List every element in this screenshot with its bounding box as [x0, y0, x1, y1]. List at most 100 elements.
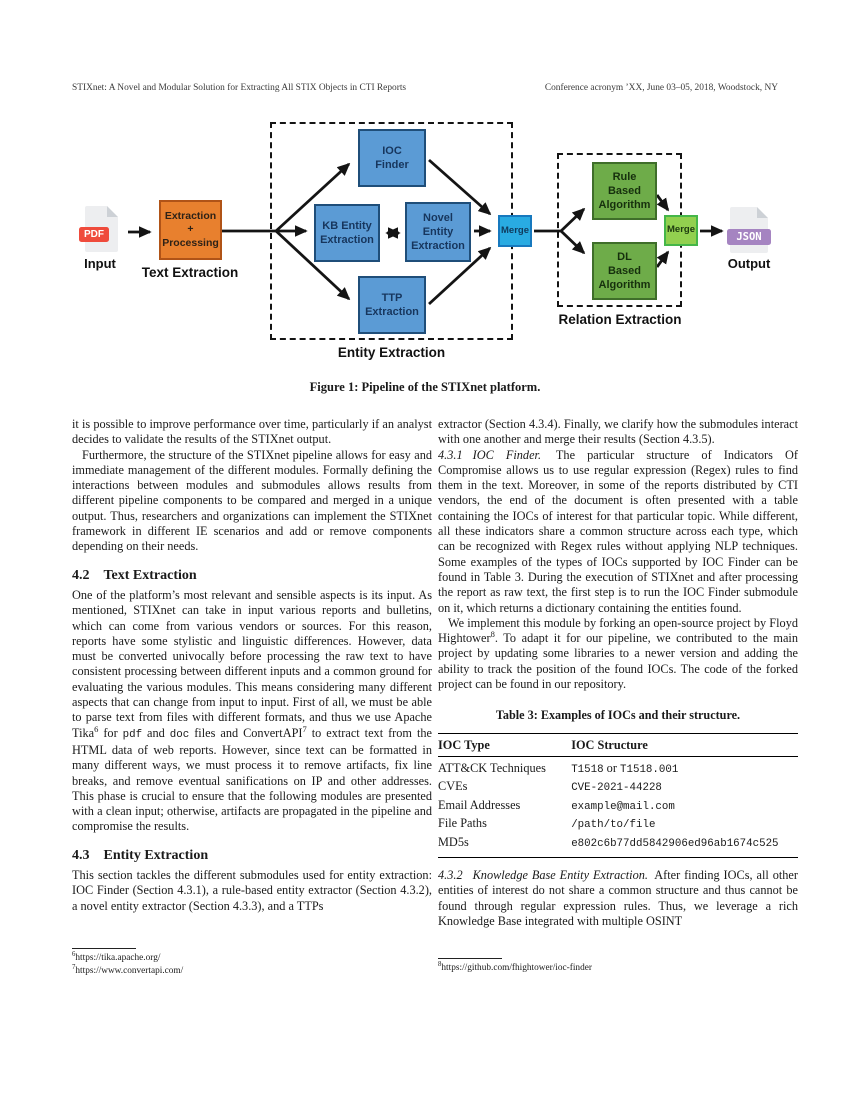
running-header-title: STIXnet: A Novel and Modular Solution fo… — [72, 83, 407, 93]
section-title: Entity Extraction — [103, 847, 209, 863]
node-ioc-finder: IOC Finder — [358, 129, 426, 187]
paragraph: One of the platform’s most relevant and … — [72, 588, 432, 835]
node-line: Extraction — [320, 234, 374, 246]
node-line: Novel — [423, 211, 453, 224]
table-row: File Paths /path/to/file — [438, 816, 798, 834]
footnote: 8https://github.com/fhightower/ioc-finde… — [438, 960, 798, 975]
node-line: Extraction — [365, 306, 419, 318]
footnote-text: https://github.com/fhightower/ioc-finder — [441, 963, 592, 973]
pipeline-figure: PDF Input Extraction + Processing Text E… — [0, 115, 850, 377]
subsection-number: 4.3.1 — [438, 447, 463, 462]
left-footnotes: 6https://tika.apache.org/ 7https://www.c… — [72, 948, 432, 978]
ioc-type-cell: Email Addresses — [438, 797, 521, 812]
node-dl-based-algorithm: DL Based Algorithm — [592, 242, 657, 300]
ioc-structure-cell: CVE-2021-44228 — [571, 779, 798, 797]
footnote-rule — [72, 948, 136, 949]
text-run: One of the platform’s most relevant and … — [72, 587, 432, 740]
table-row: Email Addresses example@mail.com — [438, 797, 798, 815]
node-line: + — [187, 223, 194, 236]
ioc-structure-cell: /path/to/file — [571, 816, 798, 834]
table-header-row: IOC Type IOC Structure — [438, 733, 798, 757]
node-line: Processing — [162, 236, 219, 249]
node-line: TTP — [381, 291, 403, 304]
footnote-number: 6 — [72, 950, 76, 958]
input-label: Input — [84, 256, 116, 271]
left-column: it is possible to improve performance ov… — [72, 417, 432, 914]
node-line: Entity — [422, 225, 454, 238]
ioc-structure-cell: T1518 or T1518.001 — [571, 756, 798, 778]
relation-extraction-label: Relation Extraction — [558, 312, 682, 327]
node-line: Algorithm — [598, 279, 651, 292]
table-caption: Table 3: Examples of IOCs and their stru… — [495, 708, 741, 723]
footnote-number: 8 — [438, 960, 442, 968]
text-run: to extract text from the HTML data of we… — [72, 725, 432, 834]
section-number: 4.3 — [72, 847, 90, 863]
ioc-table: IOC Type IOC Structure ATT&CK Techniques… — [438, 732, 798, 859]
ioc-type-cell: ATT&CK Techniques — [438, 760, 546, 775]
node-novel-entity-extraction: Novel Entity Extraction — [405, 202, 471, 262]
footnote-text: https://www.convertapi.com/ — [75, 965, 184, 976]
running-header: STIXnet: A Novel and Modular Solution fo… — [72, 83, 778, 93]
footnote-ref: 8 — [490, 629, 495, 640]
text-run: or — [603, 760, 620, 775]
column-header: IOC Structure — [571, 733, 798, 757]
ioc-type-cell: CVEs — [438, 779, 468, 794]
table-row: CVEs CVE-2021-44228 — [438, 779, 798, 797]
node-merge-relations: Merge — [664, 215, 698, 246]
ioc-type-cell: File Paths — [438, 816, 487, 831]
code-inline: CVE-2021-44228 — [571, 782, 662, 795]
ioc-type-cell: MD5s — [438, 834, 469, 849]
json-badge: JSON — [727, 229, 771, 245]
section-heading-4-3: 4.3 Entity Extraction — [72, 848, 432, 863]
footnote-rule — [438, 958, 502, 959]
right-footnotes: 8https://github.com/fhightower/ioc-finde… — [438, 958, 798, 975]
node-line: Finder — [375, 159, 409, 171]
code-inline: T1518.001 — [620, 763, 679, 776]
text-run: . To adapt it for our pipeline, we contr… — [438, 631, 798, 692]
code-inline: /path/to/file — [571, 819, 656, 832]
node-ttp-extraction: TTP Extraction — [358, 276, 426, 334]
footnote-number: 7 — [72, 963, 76, 971]
subsection-title: IOC Finder. — [472, 447, 542, 462]
pdf-badge: PDF — [79, 227, 109, 242]
pipeline-arrows — [128, 158, 724, 306]
node-line: IOC — [382, 144, 402, 157]
node-line: Algorithm — [598, 199, 651, 212]
node-line: Extraction — [411, 240, 465, 253]
node-merge-entities: Merge — [498, 215, 532, 247]
code-inline: doc — [169, 728, 190, 741]
node-extraction-processing: Extraction + Processing — [159, 200, 222, 260]
paragraph: Furthermore, the structure of the STIXne… — [72, 447, 432, 554]
paragraph: it is possible to improve performance ov… — [72, 417, 432, 447]
pdf-document-icon: PDF — [79, 206, 118, 252]
subsection-title: Knowledge Base Entity Extraction. — [472, 868, 648, 883]
node-line: DL — [617, 250, 632, 263]
text-run: files and ConvertAPI — [189, 725, 303, 740]
node-line: Extraction — [164, 209, 217, 222]
node-rule-based-algorithm: Rule Based Algorithm — [592, 162, 657, 220]
node-line: KB Entity — [322, 219, 372, 232]
figure-caption: Figure 1: Pipeline of the STIXnet platfo… — [309, 380, 541, 394]
text-extraction-label: Text Extraction — [141, 265, 239, 280]
footnote-text: https://tika.apache.org/ — [75, 953, 161, 963]
right-column: extractor (Section 4.3.4). Finally, we c… — [438, 417, 798, 929]
footnote-ref: 7 — [302, 723, 307, 734]
footnote: 7https://www.convertapi.com/ — [72, 963, 432, 978]
node-kb-entity-extraction: KB Entity Extraction — [314, 204, 380, 262]
code-inline: T1518 — [571, 763, 604, 776]
entity-extraction-label: Entity Extraction — [337, 345, 446, 360]
node-line: Based — [607, 184, 642, 197]
footnote-ref: 6 — [94, 723, 99, 734]
output-label: Output — [727, 256, 771, 271]
table-row: MD5s e802c6b77dd5842906ed96ab1674c525 — [438, 834, 798, 857]
text-run: We implement this module by forking an o… — [438, 615, 798, 646]
section-title: Text Extraction — [103, 567, 197, 583]
footnote: 6https://tika.apache.org/ — [72, 950, 432, 965]
code-inline: example@mail.com — [571, 800, 675, 813]
paragraph: We implement this module by forking an o… — [438, 616, 798, 692]
paragraph: This section tackles the different submo… — [72, 868, 432, 913]
